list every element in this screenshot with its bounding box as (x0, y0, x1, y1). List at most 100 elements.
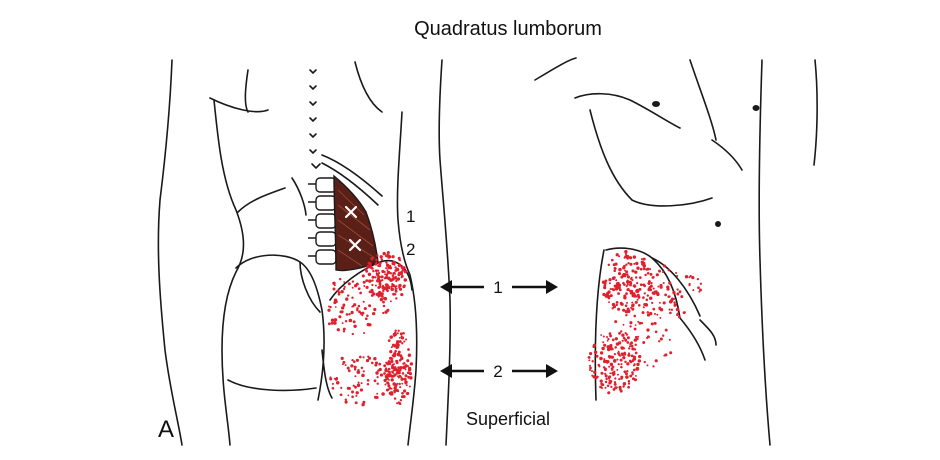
referral-dot (373, 357, 377, 361)
referral-dot (345, 313, 349, 316)
referral-dot (392, 382, 396, 386)
referral-dot (371, 275, 375, 279)
referral-dot (338, 291, 341, 294)
referral-dot (366, 314, 369, 318)
referral-dot (668, 308, 671, 311)
referral-dot (399, 369, 402, 372)
referral-dot (624, 304, 628, 307)
referral-dot (351, 286, 354, 289)
referral-dot (378, 367, 382, 372)
referral-dot (353, 360, 356, 364)
spine-vertebrae (309, 69, 321, 170)
referral-dot (637, 320, 640, 323)
referral-dot (403, 389, 407, 393)
referral-dot (653, 312, 657, 315)
referral-dot (608, 282, 611, 285)
referral-dot (405, 384, 408, 387)
referral-dot (600, 386, 604, 390)
referral-dot (626, 283, 629, 286)
referral-dot (386, 373, 390, 377)
referral-dot (642, 257, 646, 261)
referral-dot (619, 354, 622, 357)
referral-dot (374, 262, 378, 266)
referral-dot (396, 368, 400, 372)
referral-dot (397, 329, 400, 332)
referral-dot (390, 374, 394, 378)
referral-dot (371, 283, 374, 287)
referral-dot (390, 378, 394, 382)
referral-dot (332, 287, 336, 291)
referral-dot (351, 332, 354, 336)
referral-dot (626, 370, 629, 373)
referral-dot (401, 372, 405, 375)
referral-dot (624, 332, 627, 335)
referral-dot (614, 337, 618, 341)
referral-dot (614, 287, 619, 291)
referral-dot (357, 304, 361, 308)
referral-dot (669, 311, 672, 315)
referral-dot (617, 373, 619, 376)
referral-dot (629, 289, 634, 294)
referral-dot (395, 285, 398, 288)
referral-dot (353, 368, 357, 371)
referral-dot (383, 364, 387, 368)
side-referral-pattern (587, 249, 703, 395)
referral-dot (365, 279, 369, 283)
referral-dot (399, 259, 402, 262)
referral-dot (389, 266, 393, 270)
referral-dot (380, 292, 384, 296)
referral-dot (611, 276, 616, 281)
referral-dot (625, 263, 628, 266)
referral-dot (343, 281, 346, 283)
referral-dot (659, 307, 664, 312)
referral-dot (387, 266, 391, 270)
referral-dot (406, 371, 410, 375)
referral-dot (642, 261, 646, 265)
referral-dot (608, 381, 612, 385)
referral-dot (359, 291, 362, 295)
referral-dot (369, 265, 373, 269)
referral-dot (379, 285, 382, 288)
referral-dot (609, 372, 612, 375)
referral-dot (394, 293, 397, 296)
referral-dot (608, 375, 612, 379)
referral-dot (638, 359, 641, 362)
referral-dot (591, 360, 594, 363)
side-arm-line (813, 59, 818, 166)
referral-dot (371, 279, 374, 282)
referral-dot (341, 306, 345, 310)
referral-dot (391, 343, 396, 347)
referral-dot (377, 271, 381, 275)
referral-dot (632, 355, 637, 359)
referral-dot (394, 287, 397, 290)
referral-dot (375, 395, 379, 400)
referral-dot (387, 388, 390, 391)
side-rib-curve (711, 139, 743, 171)
referral-dot (403, 278, 408, 282)
referral-dot (635, 367, 640, 371)
referral-dot (391, 365, 395, 370)
side-ribcage-line (589, 109, 713, 207)
right-shoulder-line (354, 61, 383, 113)
referral-dot (662, 281, 665, 285)
referral-dot (625, 313, 628, 317)
referral-dot (617, 341, 622, 345)
referral-dot (365, 285, 369, 289)
referral-dot (639, 283, 643, 287)
right-torso-outline (396, 111, 418, 446)
referral-dot (600, 371, 604, 375)
referral-dot (612, 374, 615, 377)
muscle-marker-label-2: 2 (406, 240, 415, 259)
referral-dot (335, 381, 340, 385)
referral-dot (342, 360, 346, 364)
referral-dot (404, 374, 408, 378)
referral-dot (635, 276, 638, 279)
referral-dot (347, 369, 351, 373)
referral-dot (631, 347, 635, 351)
referral-dot (409, 362, 414, 366)
referral-dot (385, 273, 389, 276)
referral-dot (662, 301, 666, 305)
referral-dot (395, 297, 398, 300)
referral-dot (621, 339, 624, 342)
referral-dot (615, 300, 619, 304)
